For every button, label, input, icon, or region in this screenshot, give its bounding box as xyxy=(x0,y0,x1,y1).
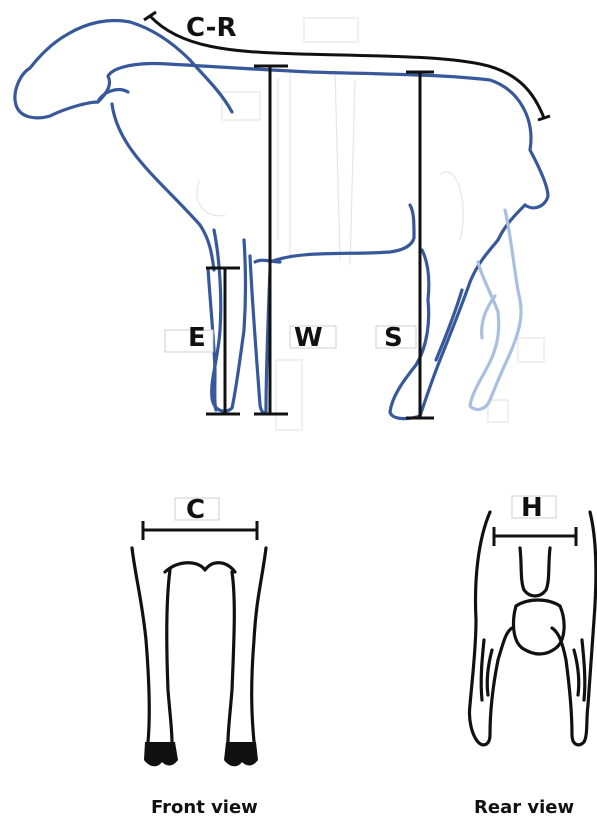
hip-width-label: H xyxy=(521,493,543,523)
elbow-label: E xyxy=(188,323,206,353)
withers-label: W xyxy=(294,323,323,353)
rear-view-caption: Rear view xyxy=(474,797,574,818)
stifle-label: S xyxy=(384,323,403,353)
crown-rump-label: C-R xyxy=(186,13,237,43)
sheep-far-hind-leg xyxy=(470,210,521,409)
front-view-caption: Front view xyxy=(151,797,258,818)
crown-rump-end-tick xyxy=(538,116,550,120)
sheep-side-outline xyxy=(15,21,548,419)
front-view-legs: C xyxy=(132,495,266,766)
view-captions: Front view Rear view xyxy=(151,797,574,818)
chest-width-label: C xyxy=(186,495,205,525)
rear-view-legs: H xyxy=(469,493,595,745)
